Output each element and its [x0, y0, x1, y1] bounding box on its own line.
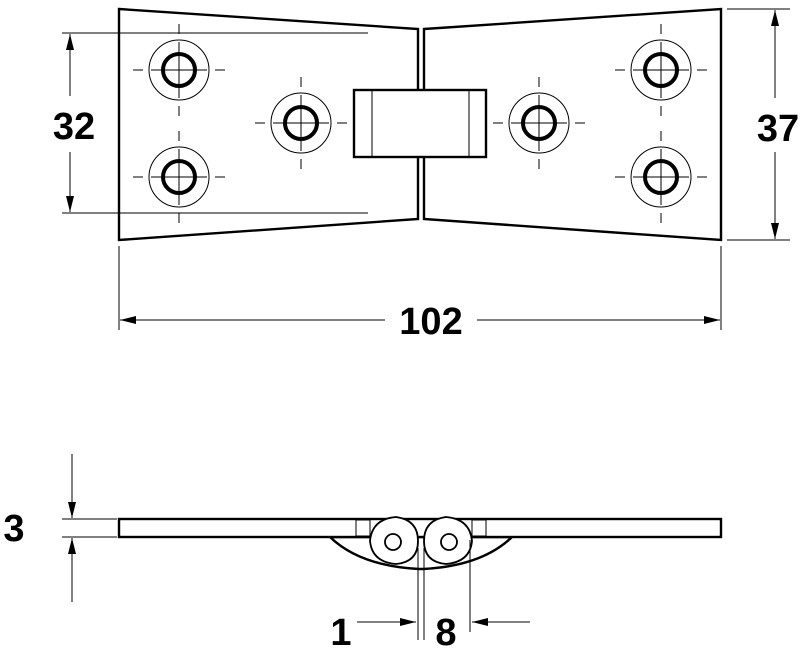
side-view: 3 1 8: [3, 454, 723, 654]
top-view: 32 37 102: [53, 7, 799, 343]
screw-hole: [615, 131, 707, 223]
screw-hole: [615, 24, 707, 116]
dimension-label-gap: 1: [330, 612, 351, 654]
dimension-thickness: [62, 454, 117, 602]
dimension-label-knuckle: 8: [435, 612, 456, 654]
dimension-label-center-spacing: 32: [53, 106, 95, 148]
dimension-label-height: 37: [757, 108, 799, 150]
pin-knuckle-left: [369, 516, 419, 565]
screw-hole: [133, 24, 225, 116]
knuckle: [352, 88, 488, 159]
dimension-center-spacing: [62, 32, 368, 214]
knuckle-profile: [327, 535, 515, 571]
dimension-height: [727, 8, 790, 241]
screw-hole: [255, 77, 347, 169]
dimension-gap-knuckle: [357, 540, 530, 640]
screw-hole: [493, 77, 585, 169]
pin-knuckle-right: [423, 516, 473, 565]
screw-hole: [133, 131, 225, 223]
dimension-label-thickness: 3: [3, 508, 24, 550]
leaf-profile: [117, 517, 723, 539]
dimension-label-length: 102: [399, 301, 462, 343]
dimension-length: [118, 246, 722, 330]
